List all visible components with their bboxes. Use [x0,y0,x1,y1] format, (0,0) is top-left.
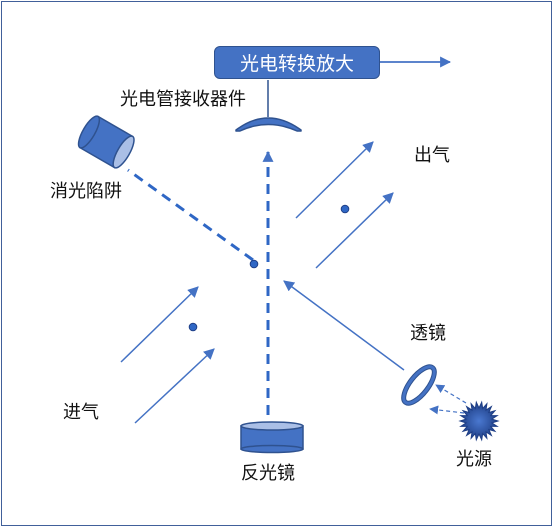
lens-ring-inner [402,365,436,405]
trap-label: 消光陷阱 [50,181,122,202]
incident-light-beam [283,280,405,371]
source-ray-2 [429,405,465,415]
source-ray-1 [435,384,467,404]
amplifier-label: 光电转换放大 [239,53,354,75]
light-source-sun [458,400,500,442]
amplifier-box: 光电转换放大 [214,46,380,79]
reflector-label: 反光镜 [241,463,295,484]
particle-dot-outlet [340,204,350,214]
reflector-cylinder [240,421,304,454]
outlet-arrow-2 [315,192,394,269]
light-source-label: 光源 [456,449,492,470]
light-trap-cylinder [77,115,135,169]
particle-dot-inlet [188,322,198,332]
outlet-arrow-1 [295,141,374,219]
inlet-label: 进气 [63,402,99,423]
outlet-label: 出气 [414,145,450,166]
receiver-cap-shape [235,117,302,132]
particle-dot-center [249,259,259,269]
receiver-label: 光电管接收器件 [120,89,246,110]
inlet-arrow-1 [120,286,199,363]
lens-label: 透镜 [410,323,446,344]
inlet-arrow-2 [134,348,215,424]
scatter-to-trap-dashed-beam [127,168,254,262]
